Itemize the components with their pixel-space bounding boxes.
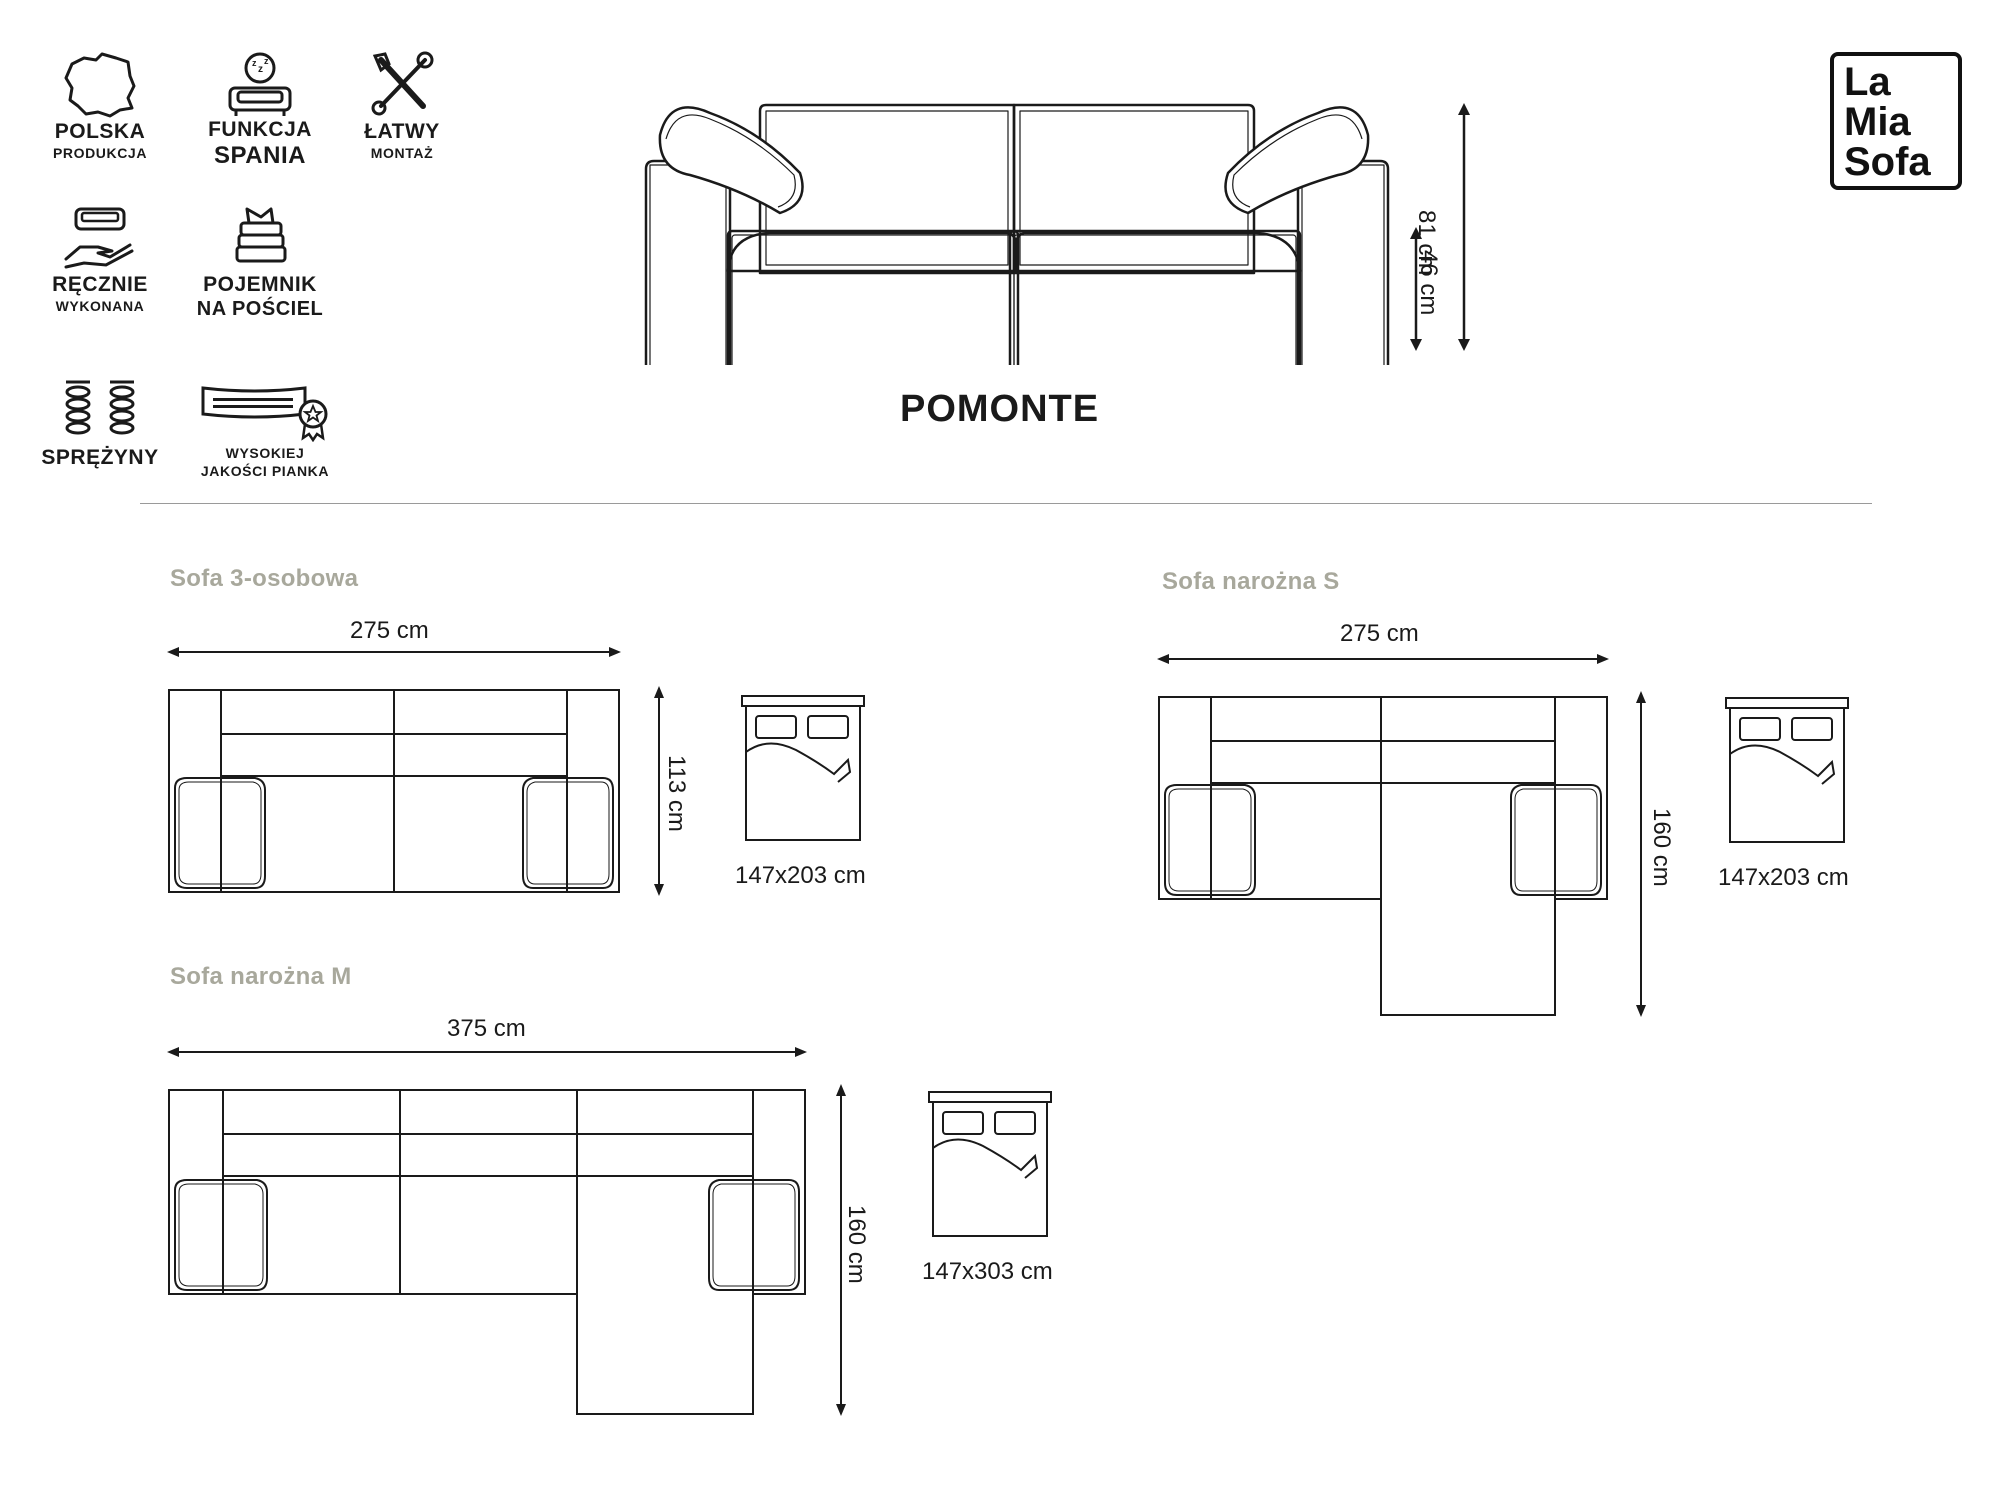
feature-recznie-wykonana: RĘCZNIE WYKONANA xyxy=(25,203,175,315)
tools-icon xyxy=(371,51,434,116)
feature-subtitle: SPANIA xyxy=(214,142,306,169)
armrest-right xyxy=(1296,159,1390,365)
variant-depth-label: 160 cm xyxy=(843,1205,870,1284)
sleeping-sofa-icon: z z z xyxy=(228,52,292,116)
feature-title: WYSOKIEJ xyxy=(225,445,305,461)
springs-icon xyxy=(65,380,135,435)
logo-line: Mia xyxy=(1844,100,1911,144)
pillow-right xyxy=(522,777,614,889)
svg-text:z: z xyxy=(252,58,257,68)
bed-size-label: 147x303 cm xyxy=(922,1258,1053,1285)
logo-line: La xyxy=(1844,60,1891,104)
feature-subtitle: WYKONANA xyxy=(55,298,145,314)
feature-subtitle: NA POŚCIEL xyxy=(196,298,324,320)
sofa-3-plan xyxy=(167,647,664,896)
pillow-right xyxy=(708,1179,800,1291)
bed-size-label: 147x203 cm xyxy=(735,862,866,889)
feature-polska: POLSKA PRODUKCJA xyxy=(25,50,175,162)
feature-subtitle: PRODUKCJA xyxy=(52,145,148,161)
feature-title: RĘCZNIE xyxy=(52,273,148,296)
divider xyxy=(140,503,1872,504)
sofa-outline xyxy=(168,1089,806,1415)
seat-front-left xyxy=(726,229,1020,365)
backrest-right xyxy=(1012,103,1256,275)
feature-latwy-montaz: ŁATWY MONTAŻ xyxy=(327,50,477,162)
feature-pojemnik: POJEMNIK NA POŚCIEL xyxy=(185,203,335,321)
svg-text:z: z xyxy=(258,64,263,75)
feature-funkcja-spania: z z z FUNKCJA SPANIA xyxy=(185,50,335,170)
product-title: POMONTE xyxy=(900,388,1100,430)
bedding-container-icon xyxy=(235,207,287,263)
feature-title: POJEMNIK xyxy=(203,273,317,296)
sofa-front-view xyxy=(644,103,1470,365)
handmade-icon xyxy=(64,207,134,269)
foam-quality-icon xyxy=(201,386,328,442)
bed-size-label: 147x203 cm xyxy=(1718,864,1849,891)
feature-title: POLSKA xyxy=(54,120,146,143)
pillow-right xyxy=(1224,106,1370,215)
feature-subtitle: MONTAŻ xyxy=(370,145,434,161)
bed-icon-1 xyxy=(741,695,865,841)
feature-title: SPRĘŻYNY xyxy=(41,446,159,469)
armrest-left xyxy=(644,159,732,365)
feature-title: ŁATWY xyxy=(364,120,440,143)
sofa-outline xyxy=(1158,696,1608,1016)
feature-pianka: WYSOKIEJ JAKOŚCI PIANKA xyxy=(185,378,345,480)
feature-subtitle: JAKOŚCI PIANKA xyxy=(200,463,330,479)
variant-width-label: 275 cm xyxy=(350,617,429,644)
pillow-left xyxy=(174,1179,268,1291)
pillow-left xyxy=(174,777,266,889)
sofa-m-plan xyxy=(167,1047,846,1416)
seat-height-label: 46 cm xyxy=(1415,250,1442,316)
seat-front-right xyxy=(1008,229,1302,365)
pillow-right xyxy=(1510,784,1602,896)
feature-sprezyny: SPRĘŻYNY xyxy=(25,378,175,470)
variant-depth-label: 113 cm xyxy=(663,755,690,832)
lamiasofa-logo: La Mia Sofa xyxy=(1830,52,1962,190)
svg-text:z: z xyxy=(264,56,269,66)
variant-label: Sofa 3-osobowa xyxy=(170,565,359,592)
variant-width-label: 375 cm xyxy=(447,1015,526,1042)
sofa-s-plan xyxy=(1157,654,1646,1017)
pillow-left xyxy=(1164,784,1256,896)
poland-map-icon xyxy=(64,52,136,118)
variant-depth-label: 160 cm xyxy=(1648,808,1675,887)
logo-line: Sofa xyxy=(1844,140,1931,184)
variant-width-label: 275 cm xyxy=(1340,620,1419,647)
variant-label: Sofa narożna S xyxy=(1162,568,1340,595)
pillow-left xyxy=(658,106,804,215)
feature-title: FUNKCJA xyxy=(208,118,312,141)
bed-icon-2 xyxy=(1725,697,1849,843)
variant-label: Sofa narożna M xyxy=(170,963,352,990)
bed-icon-3 xyxy=(928,1091,1052,1237)
